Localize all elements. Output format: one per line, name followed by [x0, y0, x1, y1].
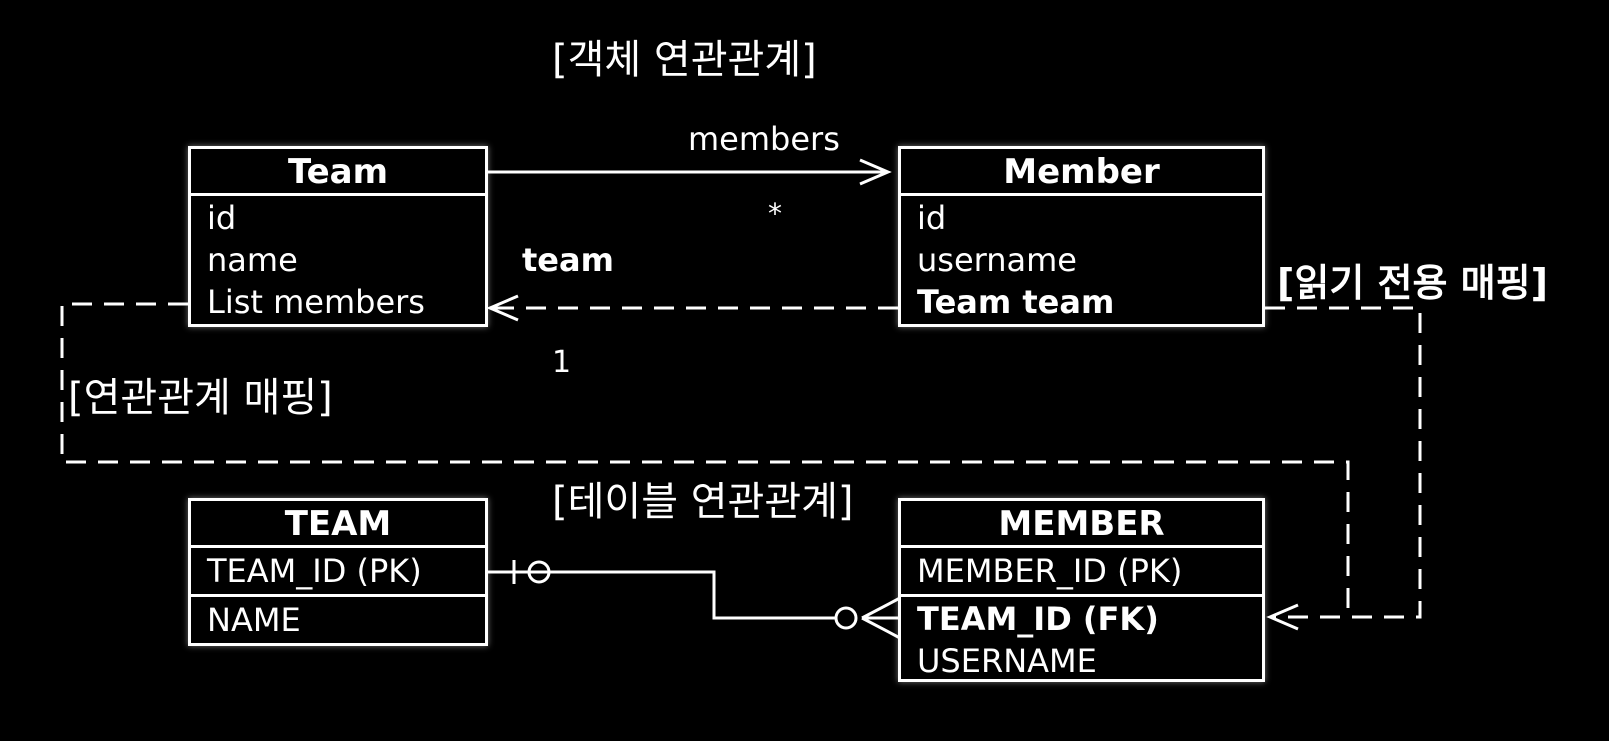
team-object-box: Team id name List members: [188, 146, 488, 327]
table-relation-line: [488, 570, 836, 620]
team-arrow-head: [486, 294, 519, 322]
zero-mark-team: [527, 560, 551, 584]
object-relation-title: [객체 연관관계]: [552, 37, 817, 83]
team-field-members: List members: [207, 283, 425, 321]
member-object-box: Member id username Team team: [898, 146, 1265, 327]
team-object-title: Team: [191, 149, 485, 196]
zero-mark-member: [834, 606, 858, 630]
multiplicity-one: 1: [552, 345, 572, 380]
association-mapping-title: [연관관계 매핑]: [68, 375, 333, 421]
member-table-pk-section: MEMBER_ID (PK): [901, 548, 1262, 597]
member-field-username: username: [917, 241, 1077, 279]
table-relation-title: [테이블 연관관계]: [552, 479, 854, 525]
member-column-id: MEMBER_ID (PK): [917, 552, 1183, 590]
team-field-id: id: [207, 199, 237, 237]
members-label: members: [688, 120, 840, 158]
team-table-pk-section: TEAM_ID (PK): [191, 548, 485, 597]
read-only-mapping-loop: [1265, 306, 1422, 619]
member-table-columns: TEAM_ID (FK) USERNAME: [901, 597, 1262, 682]
member-table-box: MEMBER MEMBER_ID (PK) TEAM_ID (FK) USERN…: [898, 498, 1265, 682]
member-table-title: MEMBER: [901, 501, 1262, 548]
team-table-box: TEAM TEAM_ID (PK) NAME: [188, 498, 488, 646]
crow-foot-bottom: [861, 616, 901, 640]
member-object-title: Member: [901, 149, 1262, 196]
member-object-fields: id username Team team: [901, 196, 1262, 323]
read-only-mapping-title: [읽기 전용 매핑]: [1277, 261, 1548, 305]
members-arrow-head: [859, 158, 892, 186]
team-table-title: TEAM: [191, 501, 485, 548]
member-column-username: USERNAME: [917, 642, 1097, 680]
read-only-arrow-head: [1266, 603, 1299, 631]
member-column-team-id: TEAM_ID (FK): [917, 600, 1159, 638]
team-column-id: TEAM_ID (PK): [207, 552, 422, 590]
multiplicity-many: *: [768, 197, 782, 230]
association-mapping-loop: [60, 302, 1350, 616]
crow-foot-top: [861, 596, 901, 620]
team-object-fields: id name List members: [191, 196, 485, 323]
team-label: team: [522, 241, 614, 279]
team-table-columns: NAME: [191, 597, 485, 641]
member-field-id: id: [917, 199, 947, 237]
member-field-team: Team team: [917, 283, 1115, 321]
team-field-name: name: [207, 241, 298, 279]
team-column-name: NAME: [207, 601, 301, 639]
